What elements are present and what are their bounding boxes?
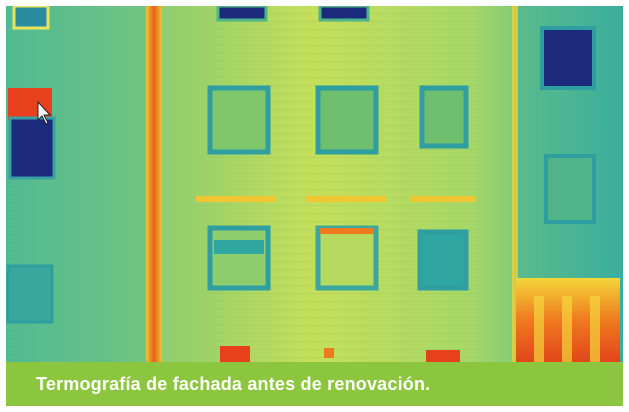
lintel-hotspot: [196, 196, 276, 202]
cursor-icon: [37, 100, 52, 125]
ground-hotspot: [220, 346, 250, 362]
window: [419, 85, 469, 149]
caption-text: Termografía de fachada antes de renovaci…: [36, 374, 431, 394]
window: [216, 6, 268, 22]
window-shutter-hotspot: [320, 228, 374, 234]
thermal-image: [6, 6, 623, 362]
window: [540, 26, 596, 90]
downpipe-hotspot: [146, 6, 162, 362]
window: [8, 116, 56, 180]
window: [6, 264, 54, 324]
window: [207, 225, 271, 291]
window: [315, 85, 379, 155]
ground-hotspot: [324, 348, 334, 358]
ground-hotspot: [426, 350, 460, 362]
building-edge: [512, 6, 518, 362]
window: [12, 6, 50, 30]
window: [318, 6, 370, 22]
window: [315, 225, 379, 291]
lintel-hotspot: [306, 196, 386, 202]
window: [417, 229, 469, 291]
door-panel: [562, 296, 572, 362]
window-shutter: [214, 240, 264, 254]
caption-bar: Termografía de fachada antes de renovaci…: [6, 362, 623, 406]
window: [544, 154, 596, 224]
door-panel: [534, 296, 544, 362]
window: [207, 85, 271, 155]
door-panel: [590, 296, 600, 362]
lintel-hotspot: [410, 196, 476, 202]
